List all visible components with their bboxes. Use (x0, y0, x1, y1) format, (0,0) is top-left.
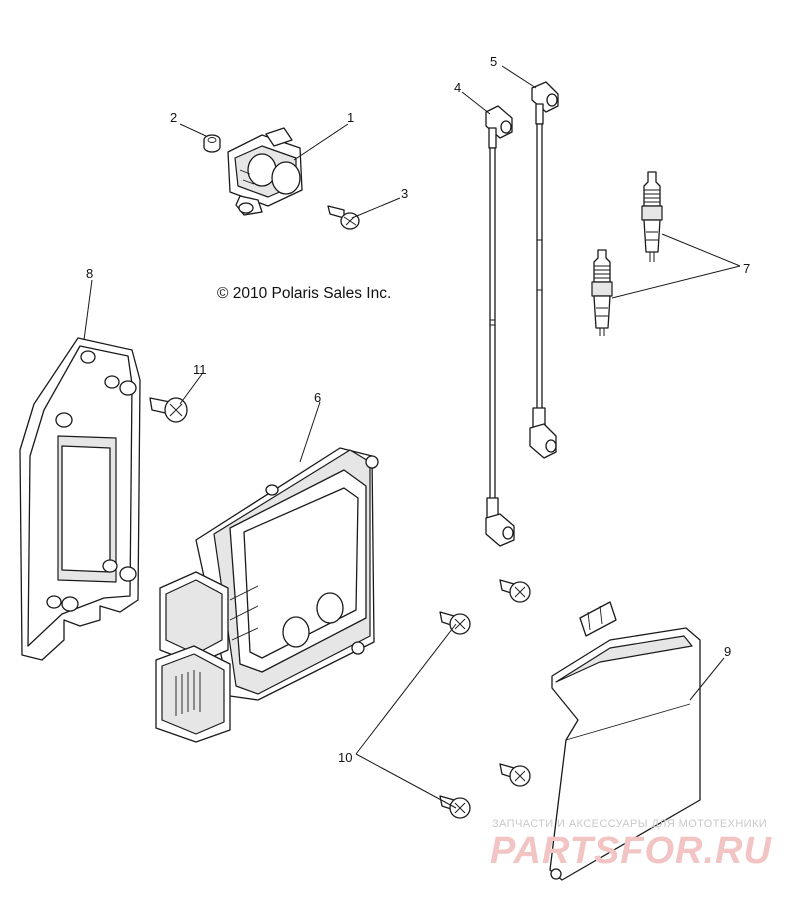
callout-6: 6 (314, 390, 321, 405)
watermark-caption: ЗАПЧАСТИ И АКСЕССУАРЫ ДЛЯ МОТОТЕХНИКИ (492, 818, 768, 830)
spark-plug-wire-part-4 (485, 105, 515, 547)
spark-plug-wire-part-5 (529, 81, 559, 459)
watermark-logo: PARTSFOR.RU (490, 830, 772, 872)
ignition-coil-part (227, 127, 303, 216)
callout-1: 1 (347, 110, 354, 125)
leader-lines (83, 65, 741, 809)
spark-plug-part-7b (591, 249, 613, 336)
spark-plug-part-7a (641, 171, 663, 262)
screw-part-3 (327, 205, 360, 230)
mounting-bracket-part-8 (19, 337, 141, 661)
callout-2: 2 (170, 110, 177, 125)
ecu-module-part-6 (155, 447, 379, 743)
screw-part-10b (439, 611, 471, 635)
callout-7: 7 (743, 261, 750, 276)
screw-part-10a (499, 579, 531, 603)
callout-5: 5 (490, 54, 497, 69)
callout-3: 3 (401, 186, 408, 201)
copyright-notice: © 2010 Polaris Sales Inc. (217, 285, 392, 302)
callout-10: 10 (338, 750, 352, 765)
callout-4: 4 (454, 80, 461, 95)
cover-part-9 (549, 601, 701, 881)
screw-part-10d (439, 795, 471, 819)
grommet-part (203, 134, 221, 153)
callout-8: 8 (86, 266, 93, 281)
callout-11: 11 (193, 362, 207, 377)
screw-part-11 (149, 397, 188, 423)
callout-labels: 1 2 3 4 5 6 7 8 9 10 11 (86, 54, 750, 765)
screw-part-10c (499, 763, 531, 787)
callout-9: 9 (724, 644, 731, 659)
